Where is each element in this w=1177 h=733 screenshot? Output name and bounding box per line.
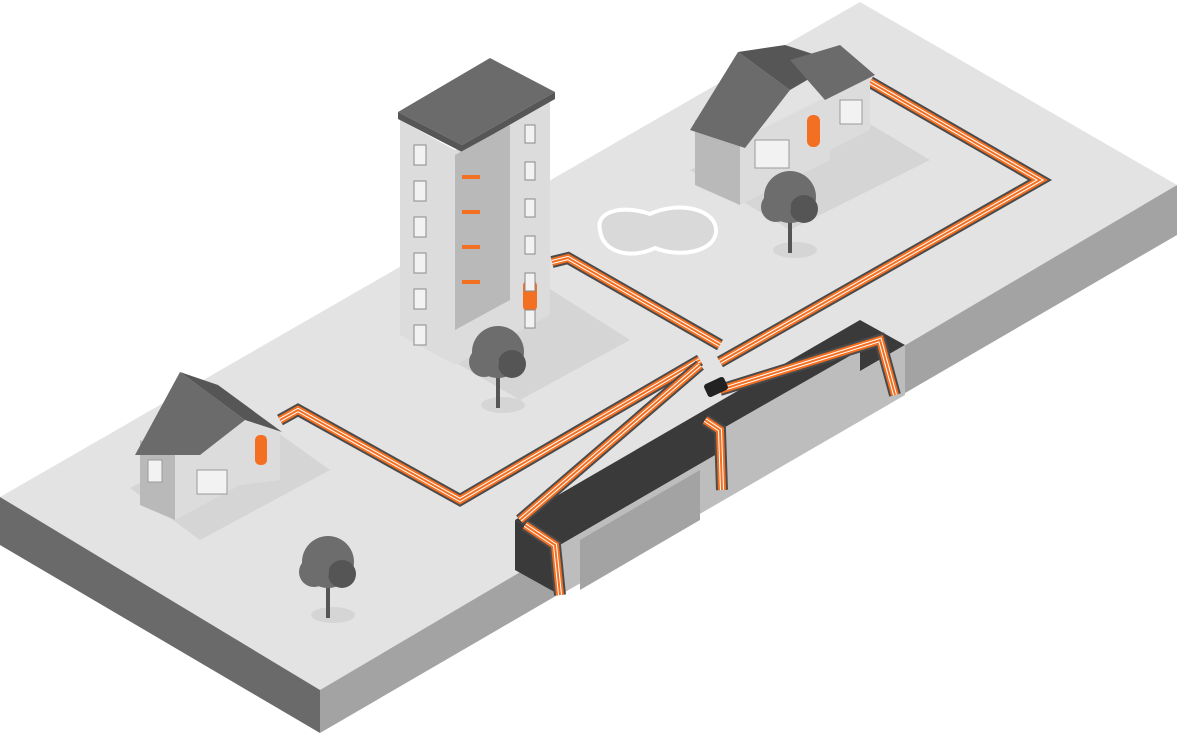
tree-trunk — [496, 370, 500, 408]
swimming-pool — [597, 205, 718, 256]
radiator — [462, 175, 480, 179]
ground-front-left — [0, 497, 320, 733]
building-window — [524, 161, 536, 181]
house-left-roof-side — [180, 372, 282, 432]
pipe-segment — [551, 256, 721, 346]
house-right-annex-roof — [790, 45, 875, 100]
radiator — [462, 245, 480, 249]
tree-canopy-lobe — [498, 350, 526, 378]
trench-mid-block — [720, 350, 860, 485]
tree-shadow — [773, 242, 817, 258]
house-right-door — [807, 115, 820, 147]
building-front-wall — [400, 120, 455, 365]
pipe-segment — [279, 359, 701, 502]
building-window — [524, 198, 536, 218]
pool-ring — [597, 205, 718, 256]
building-window — [524, 272, 536, 292]
trench-block-front — [580, 470, 700, 590]
building-windows — [413, 124, 536, 346]
pipe-network — [277, 76, 1053, 596]
house-left-window-small — [147, 459, 163, 483]
tree-house-right — [761, 171, 818, 258]
tree-canopy-lobe — [761, 192, 791, 222]
house-left-roof — [135, 372, 245, 455]
building-window — [413, 324, 427, 346]
tree-shadow — [481, 397, 525, 413]
pipe-segment — [719, 338, 896, 396]
junction-box-body — [704, 376, 728, 398]
house-left-door — [255, 435, 267, 465]
tree-canopy-lobe — [469, 347, 499, 377]
building-window — [524, 309, 536, 329]
building-window — [413, 216, 427, 238]
house-left-window — [196, 469, 228, 495]
house-right-window — [754, 139, 790, 169]
building-window — [524, 124, 536, 144]
tree-building — [469, 326, 526, 413]
building-roof — [398, 58, 555, 145]
trench-top-opening — [515, 320, 905, 545]
tree-canopy-lobe — [328, 560, 356, 588]
building-window — [413, 288, 427, 310]
radiator — [462, 210, 480, 214]
pipe-segment — [519, 364, 701, 521]
house-right-roof — [690, 52, 790, 148]
building-window — [413, 252, 427, 274]
tree-trunk — [788, 215, 792, 253]
pipe-segment — [704, 419, 723, 491]
trench — [515, 320, 905, 595]
junction-box — [704, 376, 728, 398]
pipe-segment — [524, 524, 561, 596]
tree-trunk — [326, 580, 330, 618]
pipe-segment — [719, 81, 1043, 363]
building-roof-edge — [398, 112, 462, 152]
tree-canopy-lobe — [790, 195, 818, 223]
tree-canopy-lobe — [299, 557, 329, 587]
tree-shadow — [311, 607, 355, 623]
building-window — [413, 144, 427, 166]
radiator — [462, 280, 480, 284]
house-right — [690, 45, 930, 230]
tree-front — [299, 536, 356, 623]
house-left — [130, 372, 330, 540]
building-window — [524, 235, 536, 255]
house-right-annex-window — [839, 99, 863, 125]
building-window — [413, 180, 427, 202]
building-roof-edge-side — [462, 92, 555, 152]
building-cutaway — [455, 125, 510, 330]
